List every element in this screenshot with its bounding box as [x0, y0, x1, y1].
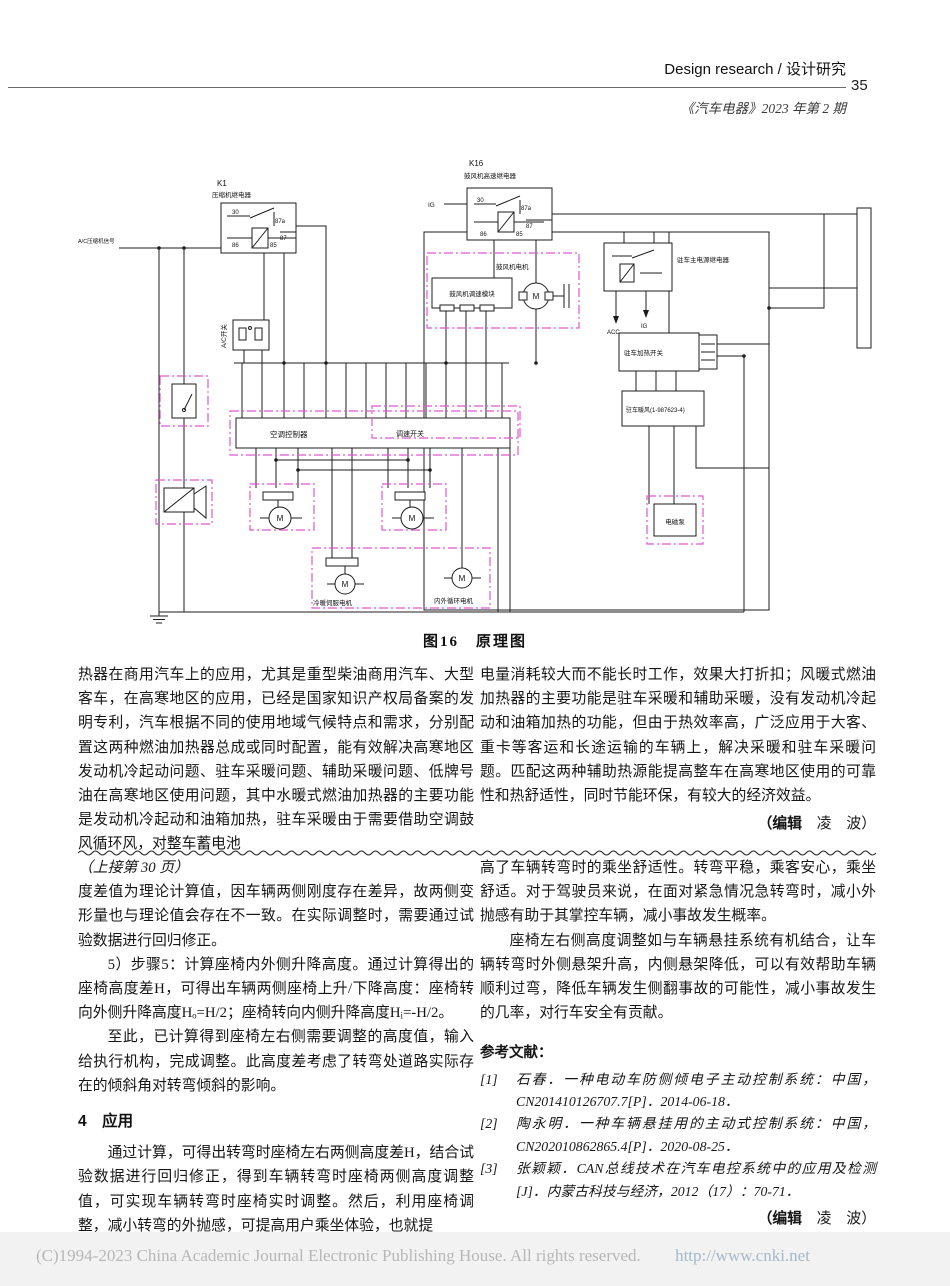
actuator-assembly-left: M: [249, 483, 315, 531]
circulation-motor-m: M: [459, 574, 466, 583]
page-number: 35: [851, 77, 868, 94]
park-heater-unit: 驻车暖风(1-987623-4): [621, 390, 705, 427]
k16-terminal-30: 30: [477, 198, 484, 204]
header-rule: [8, 87, 846, 88]
k1-id: K1: [217, 179, 227, 188]
actuator-right-m: M: [409, 514, 416, 523]
references-heading: 参考文献：: [480, 1045, 553, 1062]
blower-assembly: 鼓风机调速模块 M 鼓风机电机: [426, 252, 580, 329]
servo-motor-group: M 冷暖伺服电机 M 内外循环电机: [311, 547, 491, 609]
section2-left-column: （上接第 30 页） 度差值为理论计算值，因车辆两侧刚度存在差异，故两侧变形量也…: [78, 856, 474, 1238]
park-relay-label: 驻车主电源继电器: [677, 255, 730, 264]
section-title: Design research / 设计研究: [664, 61, 846, 78]
acc-arrow-icon: [613, 316, 619, 324]
servo-motor-m: M: [342, 580, 349, 589]
reference-item: [2] 陶永明．一种车辆悬挂用的主动式控制系统：中国，CN20201086286…: [480, 1113, 876, 1158]
ac-input-label: A/C压缩机信号: [78, 237, 115, 245]
k16-terminal-86: 86: [480, 232, 487, 238]
relay-k16: 30 87a 87 86 85 K16 鼓风机高速继电器 IG: [428, 159, 553, 241]
wire-network: [119, 203, 857, 613]
section1-left-column: 热器在商用汽车上的应用，尤其是重型柴油商用汽车、大型客车，在高寒地区的应用，已经…: [78, 663, 474, 857]
section2-left-p2: 5）步骤5：计算座椅内外侧升降高度。通过计算得出的座椅高度差H，可得出车辆两侧座…: [78, 956, 474, 1022]
relay-k1: 30 87a 87 86 85 K1 压缩机继电器 A/C压缩机信号: [78, 179, 297, 254]
k16-name: 鼓风机高速继电器: [464, 171, 517, 180]
blower-motor-m: M: [533, 292, 540, 301]
section4-heading: 4 应用: [78, 1113, 134, 1131]
section1-editor-line: （编辑 凌 波）: [480, 812, 876, 836]
k1-terminal-87a: 87a: [275, 219, 286, 225]
section1-right-column: 电量消耗较大而不能长时工作，效果大打折扣；风暖式燃油加热器的主要功能是驻车采暖和…: [480, 663, 876, 836]
ignition-switch: [159, 375, 209, 427]
footer-copyright: (C)1994-2023 China Academic Journal Elec…: [36, 1246, 641, 1265]
electromagnetic-pump: 电磁泵: [646, 495, 704, 545]
figure-caption: 图16 原理图: [422, 634, 527, 650]
park-heater-switch: 驻车加热开关: [618, 332, 718, 372]
section1-left-paragraph: 热器在商用汽车上的应用，尤其是重型柴油商用汽车、大型客车，在高寒地区的应用，已经…: [78, 667, 474, 853]
reference-item: [3] 张颖颖．CAN总线技术在汽车电控系统中的应用及检测[J]．内蒙古科技与经…: [480, 1158, 876, 1203]
section2-editor-line: （编辑 凌 波）: [480, 1207, 876, 1231]
continued-from-note: （上接第 30 页）: [78, 860, 189, 876]
ig-label: IG: [428, 202, 435, 209]
k16-id: K16: [469, 159, 484, 168]
ac-switch-label: A/C开关: [219, 324, 228, 348]
reference-item: [1] 石春．一种电动车防侧倾电子主动控制系统：中国，CN20141012670…: [480, 1069, 876, 1114]
reference-number: [1]: [480, 1071, 498, 1087]
section2-left-p3: 至此，已计算得到座椅左右侧需要调整的高度值，输入给执行机构，完成调整。此高度差考…: [78, 1029, 474, 1094]
blower-module-label: 鼓风机调速模块: [449, 289, 495, 298]
k1-terminal-86: 86: [232, 243, 239, 249]
section2-left-p4: 通过计算，可得出转弯时座椅左右两侧高度差H，结合试验数据进行回归修正，得到车辆转…: [78, 1145, 474, 1234]
k1-terminal-85: 85: [270, 243, 277, 249]
speed-switch-label: 调速开关: [396, 429, 424, 438]
editor-names: 凌 波）: [816, 816, 876, 833]
figure-16-schematic: 30 87a 87 86 85 K1 压缩机继电器 A/C压缩机信号 30 87…: [64, 148, 876, 631]
actuator-left-m: M: [277, 514, 284, 523]
journal-issue: 《汽车电器》2023 年第 2 期: [680, 101, 846, 116]
k1-name: 压缩机继电器: [212, 190, 252, 199]
section1-right-paragraph: 电量消耗较大而不能长时工作，效果大打折扣；风暖式燃油加热器的主要功能是驻车采暖和…: [480, 667, 876, 805]
section2-right-p1: 高了车辆转弯时的乘坐舒适性。转弯平稳，乘客安心，乘坐舒适。对于驾驶员来说，在面对…: [480, 860, 876, 925]
right-connector-block: [856, 207, 872, 349]
section2-left-p1: 度差值为理论计算值，因车辆两侧刚度存在差异，故两侧变形量也与理论值会存在不一致。…: [78, 884, 474, 949]
circulation-motor-label: 内外循环电机: [434, 596, 474, 605]
k16-terminal-87a: 87a: [521, 206, 532, 212]
ac-controller-label: 空调控制器: [270, 429, 308, 439]
acc-label: ACC: [607, 330, 620, 336]
park-heater-label: 驻车暖风(1-987623-4): [626, 406, 685, 414]
editor-label: （编辑: [757, 1211, 802, 1228]
servo-motor-label: 冷暖伺服电机: [313, 598, 353, 607]
reference-text: 陶永明．一种车辆悬挂用的主动式控制系统：中国，CN202010862865.4[…: [516, 1116, 876, 1154]
reference-number: [2]: [480, 1116, 498, 1132]
park-switch-label: 驻车加热开关: [624, 348, 664, 357]
ac-controller: 空调控制器 调速开关: [229, 405, 521, 456]
editor-label: （编辑: [757, 816, 802, 833]
section2-right-p2: 座椅左右侧高度调整如与车辆悬挂系统有机结合，让车辆转弯时外侧悬架升高，内侧悬架降…: [480, 932, 876, 1022]
reference-number: [3]: [480, 1161, 498, 1177]
k1-terminal-30: 30: [232, 210, 239, 216]
reference-text: 石春．一种电动车防侧倾电子主动控制系统：中国，CN201410126707.7[…: [516, 1071, 876, 1110]
k16-terminal-85: 85: [516, 232, 523, 238]
footer-url-link[interactable]: http://www.cnki.net: [675, 1246, 810, 1265]
k16-terminal-87: 87: [526, 224, 533, 230]
ig-arrow-icon: [643, 310, 649, 318]
schematic-svg: 30 87a 87 86 85 K1 压缩机继电器 A/C压缩机信号 30 87…: [78, 159, 872, 624]
k1-terminal-87: 87: [280, 236, 287, 242]
ground-icon: [150, 612, 168, 624]
reference-text: 张颖颖．CAN总线技术在汽车电控系统中的应用及检测[J]．内蒙古科技与经济，20…: [516, 1161, 876, 1199]
section2-right-column: 高了车辆转弯时的乘坐舒适性。转弯平稳，乘客安心，乘坐舒适。对于驾驶员来说，在面对…: [480, 856, 876, 1231]
editor-names: 凌 波）: [816, 1211, 876, 1228]
pump-label: 电磁泵: [665, 517, 685, 526]
footer-band: (C)1994-2023 China Academic Journal Elec…: [0, 1232, 950, 1286]
speaker-icon: [155, 479, 213, 525]
actuator-assembly-right: M: [381, 483, 447, 531]
section-separator-wave: [77, 845, 877, 863]
blower-motor-label: 鼓风机电机: [496, 262, 529, 271]
park-power-relay: 驻车主电源继电器 ACC IG: [603, 242, 730, 336]
ac-switch: A/C开关: [219, 319, 270, 351]
ig2-label: IG: [641, 324, 648, 330]
